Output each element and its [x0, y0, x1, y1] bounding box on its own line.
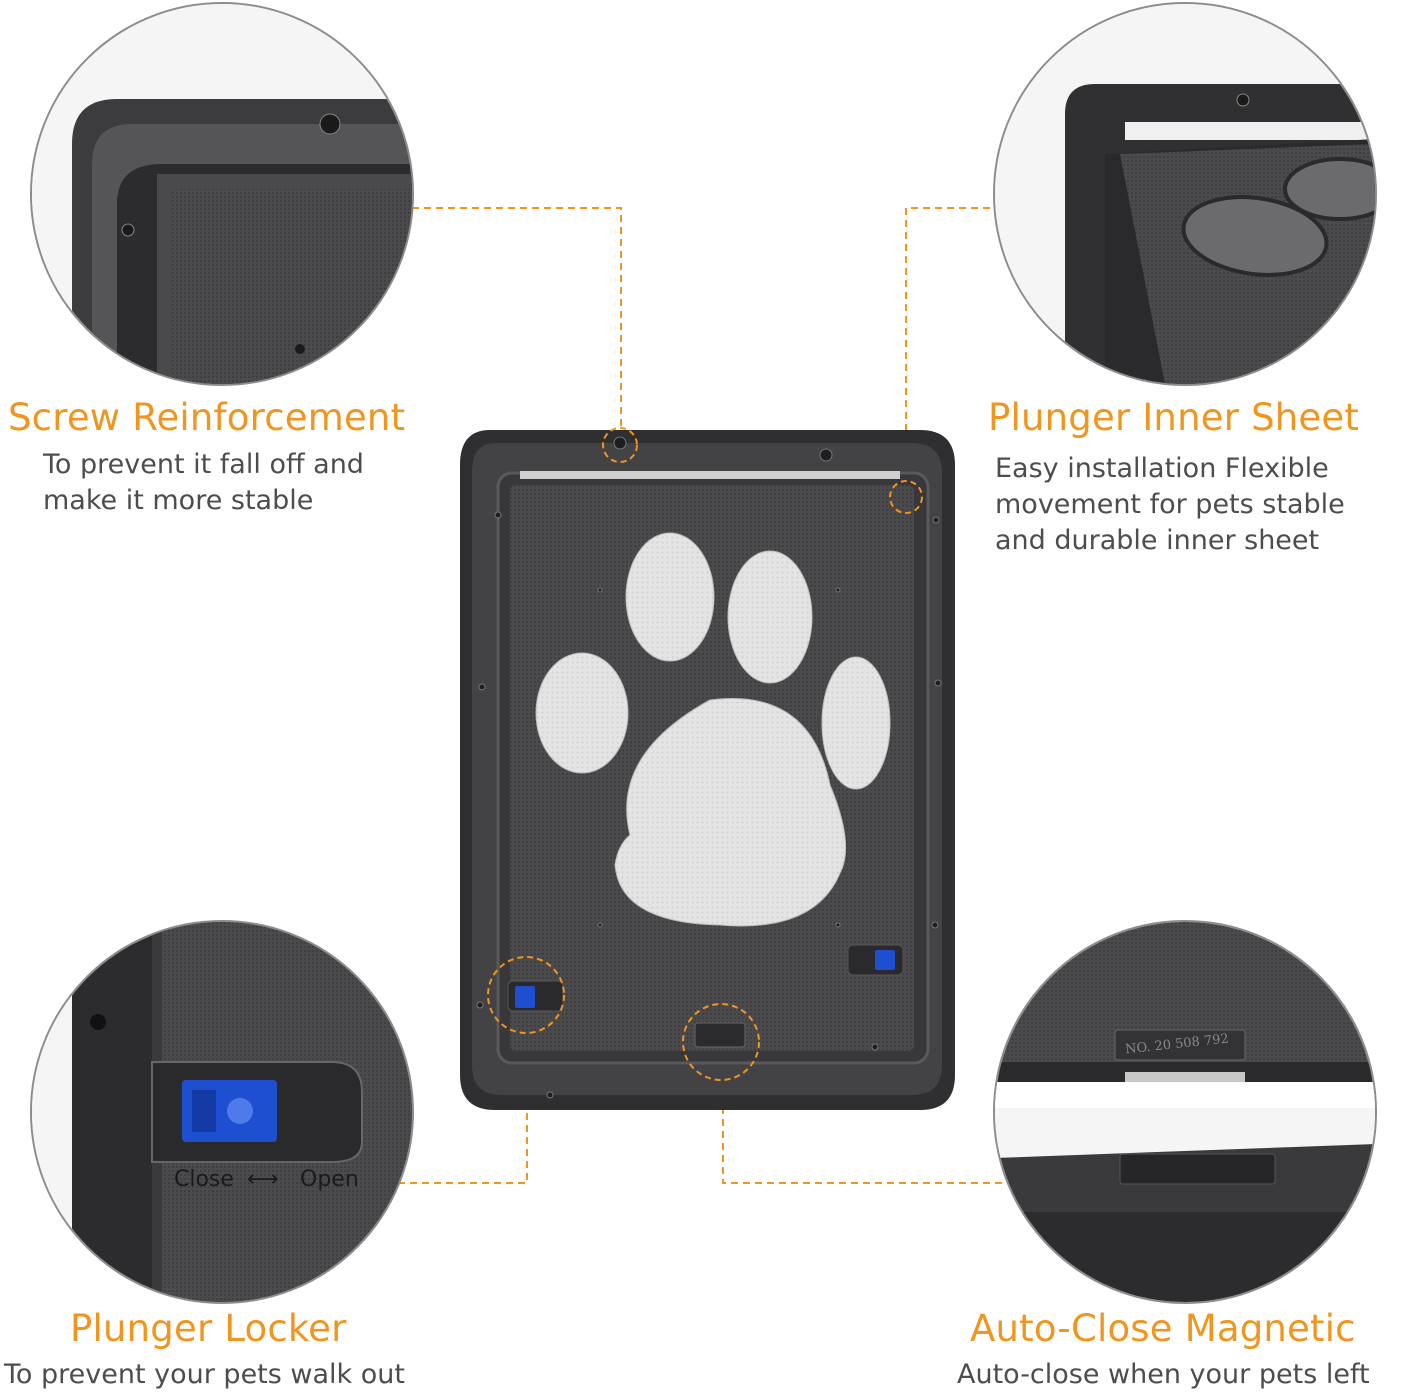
feature-desc-line: To prevent your pets walk out [4, 1359, 405, 1390]
feature-desc-line: and durable inner sheet [995, 525, 1320, 556]
feature-desc-line: movement for pets stable [995, 489, 1345, 520]
feature-desc-line: To prevent it fall off and [43, 449, 364, 480]
magnet-closeup-circle: NO. 20 508 792 [993, 920, 1377, 1304]
locker-close-label: Close [174, 1167, 234, 1192]
feature-desc-line: Easy installation Flexible [995, 453, 1329, 484]
feature-title-plunger-inner-sheet: Plunger Inner Sheet [988, 396, 1360, 439]
feature-title-auto-close-magnetic: Auto-Close Magnetic [970, 1307, 1356, 1350]
pet-door-product [460, 427, 955, 1110]
feature-desc-line: make it more stable [43, 485, 314, 516]
feature-desc-line: Auto-close when your pets left [957, 1359, 1370, 1390]
inner-sheet-closeup-circle [993, 2, 1377, 386]
feature-title-screw-reinforcement: Screw Reinforcement [8, 396, 406, 439]
screw-closeup-circle [30, 2, 414, 386]
feature-title-plunger-locker: Plunger Locker [70, 1307, 347, 1350]
locker-closeup-circle: Close ⟷ Open [30, 920, 414, 1304]
locker-open-label: Open [300, 1167, 359, 1192]
locker-arrow: ⟷ [247, 1167, 279, 1192]
